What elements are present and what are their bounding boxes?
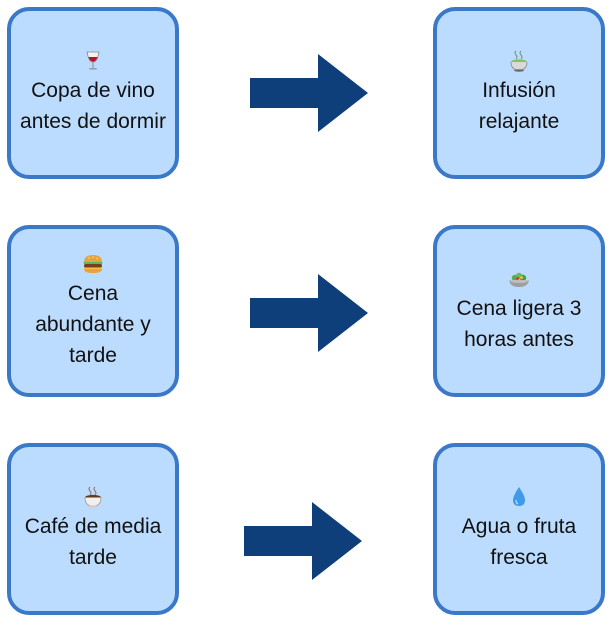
arrow-right-icon <box>250 54 368 132</box>
arrow-right-icon <box>250 274 368 352</box>
wine-glass-icon <box>86 51 100 70</box>
habit-label: Cena abundante y tarde <box>35 281 151 367</box>
hamburger-icon <box>83 254 103 273</box>
green-tea-bowl-icon <box>510 50 528 72</box>
habit-label: Copa de vino antes de dormir <box>20 79 166 133</box>
salad-icon <box>509 272 529 287</box>
habit-card-wine: Copa de vino antes de dormir <box>7 7 179 179</box>
alternative-label: Agua o fruta fresca <box>461 515 577 569</box>
coffee-cup-icon <box>84 486 102 508</box>
water-drop-icon <box>513 487 525 506</box>
alternative-card-water: Agua o fruta fresca <box>433 443 605 615</box>
habit-label: Café de media tarde <box>24 515 162 569</box>
alternative-label: Infusión relajante <box>478 79 560 133</box>
habit-card-dinner: Cena abundante y tarde <box>7 225 179 397</box>
alternative-card-light-dinner: Cena ligera 3 horas antes <box>433 225 605 397</box>
alternative-card-infusion: Infusión relajante <box>433 7 605 179</box>
arrow-right-icon <box>244 502 362 580</box>
habit-card-coffee: Café de media tarde <box>7 443 179 615</box>
alternative-label: Cena ligera 3 horas antes <box>456 297 582 351</box>
